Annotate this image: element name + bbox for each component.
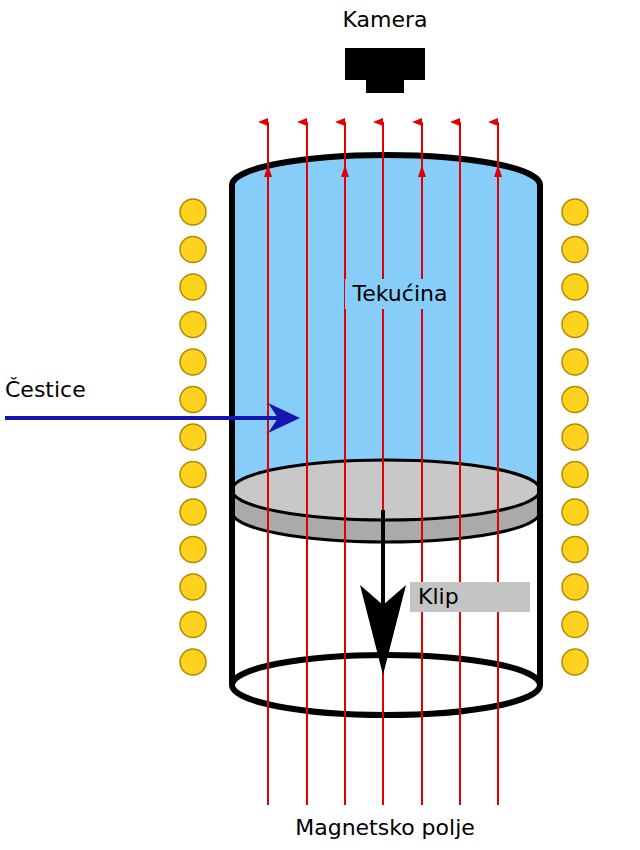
field-arrowhead <box>264 165 272 177</box>
camera-lens <box>366 80 404 93</box>
cylinder-bottom <box>232 655 540 715</box>
field-arrowhead <box>418 165 426 177</box>
particle-arrow <box>5 416 282 420</box>
field-line <box>267 122 269 805</box>
coil-turn <box>180 462 206 488</box>
field-arrowhead <box>341 165 349 177</box>
coil-turn <box>562 312 588 338</box>
field-label: Magnetsko polje <box>295 815 475 841</box>
cylinder-rim <box>232 155 540 185</box>
coil-turn <box>562 612 588 638</box>
coil-turn <box>180 537 206 563</box>
coil-turn <box>180 312 206 338</box>
coil-windings <box>180 199 588 675</box>
field-line <box>306 122 308 805</box>
coil-turn <box>180 349 206 375</box>
coil-turn <box>180 612 206 638</box>
particles-label: Čestice <box>5 377 86 403</box>
coil-turn <box>562 237 588 263</box>
coil-turn <box>562 424 588 450</box>
coil-turn <box>562 349 588 375</box>
coil-turn <box>180 574 206 600</box>
coil-turn <box>562 199 588 225</box>
coil-turn <box>562 499 588 525</box>
piston-label: Klip <box>410 582 530 612</box>
coil-turn <box>562 574 588 600</box>
coil-turn <box>180 424 206 450</box>
coil-turn <box>180 237 206 263</box>
cylinder-wall <box>537 185 543 685</box>
camera-label: Kamera <box>342 7 427 33</box>
coil-turn <box>180 199 206 225</box>
liquid <box>232 185 540 520</box>
coil-turn <box>180 274 206 300</box>
field-line <box>497 122 499 805</box>
liquid-label: Tekućina <box>345 279 456 309</box>
coil-turn <box>180 387 206 413</box>
field-arrowhead <box>494 165 502 177</box>
field-line <box>382 122 384 805</box>
coil-turn <box>562 649 588 675</box>
field-lines <box>264 122 502 805</box>
coil-turn <box>180 649 206 675</box>
liquid-top <box>232 155 540 215</box>
field-line <box>459 122 461 805</box>
piston-arrowhead <box>360 585 406 675</box>
coil-turn <box>562 274 588 300</box>
coil-turn <box>562 537 588 563</box>
field-line <box>344 122 346 805</box>
coil-turn <box>180 499 206 525</box>
camera-body <box>345 48 425 80</box>
piston-top <box>232 460 540 520</box>
cylinder-wall <box>229 185 235 685</box>
coil-turn <box>562 387 588 413</box>
coil-turn <box>562 462 588 488</box>
particle-arrowhead <box>268 403 300 433</box>
field-line <box>421 122 423 805</box>
